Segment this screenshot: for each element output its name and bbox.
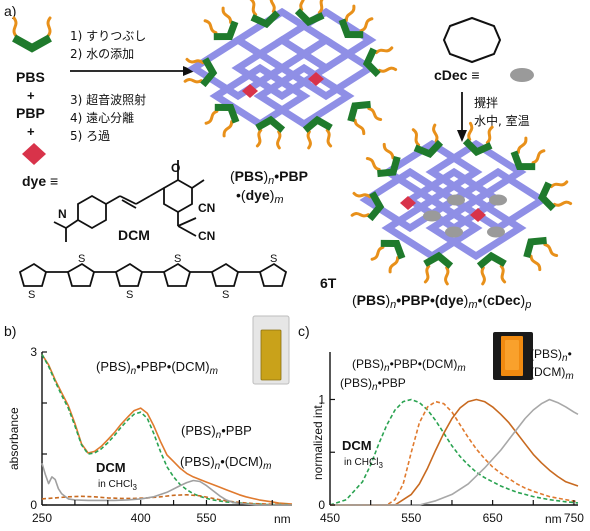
plus-sign: + [27, 124, 35, 139]
cdec-in-assembly [489, 194, 507, 206]
series-line-2 [41, 354, 293, 506]
sexithiophene-structure [18, 262, 288, 287]
panel-b: b) absorbance 250 400 550 0 3 nm (PBS)n•PBP•… [4, 315, 293, 526]
step-5: 5) ろ過 [70, 129, 110, 143]
process-arrowhead [183, 66, 195, 76]
y-tick-label: 0 [30, 498, 37, 512]
x-tick-label: 750 [564, 511, 584, 525]
dye-diamond [22, 143, 46, 165]
panel-c-series [329, 398, 579, 506]
thiophene-s: S [222, 289, 229, 301]
dye-in-assembly [308, 72, 324, 86]
assembly-pbs-pbp-dye-cdec [352, 123, 571, 284]
series-line-2 [330, 400, 579, 506]
y-tick-label: 3 [30, 345, 37, 359]
sixt-label: 6T [320, 275, 337, 291]
thiophene-s: S [28, 289, 35, 301]
x-tick-label: 250 [32, 511, 52, 525]
dye-in-assembly [400, 196, 416, 210]
legend-b-free-dcm: DCM [96, 460, 126, 475]
thiophene-s: S [270, 253, 277, 265]
stir-label: 攪拌 [474, 95, 498, 110]
y-tick-label: 0 [318, 498, 325, 512]
legend-c-free-dcm: DCM [342, 438, 372, 453]
panel-b-series [41, 354, 293, 506]
thiophene-s: S [174, 253, 181, 265]
panel-b-ylabel: absorbance [7, 407, 21, 470]
product-1-label-line-2: •(dye)m [236, 187, 284, 206]
plus-sign: + [27, 88, 35, 103]
legend-c-dcm-only: (PBS)n• [530, 347, 572, 364]
panel-c-vial [493, 332, 533, 380]
cdec-in-assembly [447, 194, 465, 206]
panel-c-ylabel: normalized int. [311, 402, 325, 480]
cdec-in-assembly [445, 226, 463, 238]
series-line-3 [330, 398, 579, 506]
dye-in-assembly [470, 208, 486, 222]
thiophene-s: S [78, 253, 85, 265]
step-4: 4) 遠心分離 [70, 111, 134, 125]
assembly-pbs-pbp-dye [185, 0, 396, 148]
cdec-in-assembly [487, 226, 505, 238]
panel-b-vial [252, 315, 290, 385]
legend-b-main: (PBS)n•PBP•(DCM)m [96, 359, 218, 377]
dcm-nitrogen: N [58, 207, 67, 221]
legend-c-dcm-only-line-2: (DCM)m [530, 365, 574, 382]
x-tick-label: 650 [483, 511, 503, 525]
dcm-structure [53, 160, 205, 242]
legend-c-main: (PBS)n•PBP•(DCM)m [352, 357, 466, 374]
x-tick-label: 400 [131, 511, 151, 525]
panel-b-label: b) [4, 323, 16, 339]
cdec-definition: cDec ≡ [434, 67, 480, 83]
dcm-oxygen: O [171, 161, 180, 175]
x-tick-label: 550 [401, 511, 421, 525]
cdec-ring [442, 16, 502, 64]
legend-c-pbp: (PBS)n•PBP [340, 376, 406, 393]
legend-b-pbp: (PBS)n•PBP [181, 423, 252, 441]
dcm-cn-2: CN [198, 229, 215, 243]
stir-arrowhead [457, 130, 467, 142]
y-tick-label: 1 [318, 392, 325, 406]
legend-b-dcm-only: (PBS)n•(DCM)m [180, 454, 271, 472]
legend-b-solvent: in CHCl3 [98, 479, 137, 492]
pbs-label: PBS [16, 69, 45, 85]
x-tick-label: 550 [196, 511, 216, 525]
x-tick-label: 450 [320, 511, 340, 525]
panel-c-label: c) [298, 323, 310, 339]
steps-grinding: 1) すりつぶし 2) 水の添加 [70, 29, 146, 61]
panel-c: c) normalized int. 450 550 650 750 0 1 nm (PB… [298, 323, 584, 526]
series-line-3 [41, 494, 293, 506]
dye-definition: dye ≡ [22, 173, 58, 189]
panel-c-ticks: 450 550 650 750 0 1 [318, 392, 584, 525]
panel-c-unit: nm [545, 512, 562, 526]
panel-b-ticks: 250 400 550 0 3 [30, 345, 273, 525]
step-2: 2) 水の添加 [70, 47, 134, 61]
cdec-ellipse [510, 68, 534, 82]
cdec-in-assembly [423, 210, 441, 222]
dcm-label: DCM [118, 227, 150, 243]
panel-a: a) PBS + PBP + dye ≡ 1) すりつぶし 2) 水の添加 3)… [4, 0, 571, 311]
product-1-label-line-1: (PBS)n•PBP [230, 168, 308, 187]
product-2-label: (PBS)n•PBP•(dye)m•(cDec)p [352, 292, 531, 311]
dcm-cn-1: CN [198, 201, 215, 215]
series-line-4 [330, 398, 579, 506]
step-1: 1) すりつぶし [70, 29, 146, 43]
panel-b-unit: nm [274, 512, 291, 526]
legend-c-solvent: in CHCl3 [344, 457, 383, 470]
series-line-4 [41, 462, 292, 506]
panel-a-label: a) [4, 3, 16, 19]
step-3: 3) 超音波照射 [70, 92, 146, 107]
dye-in-assembly [242, 84, 258, 98]
pbs-symbol [12, 16, 52, 53]
stir-condition: 水中, 室温 [474, 113, 530, 128]
series-line-1 [41, 354, 293, 505]
pbp-label: PBP [16, 105, 45, 121]
thiophene-s: S [126, 289, 133, 301]
series-line-1 [329, 398, 579, 506]
steps-processing: 3) 超音波照射 4) 遠心分離 5) ろ過 [70, 92, 146, 143]
